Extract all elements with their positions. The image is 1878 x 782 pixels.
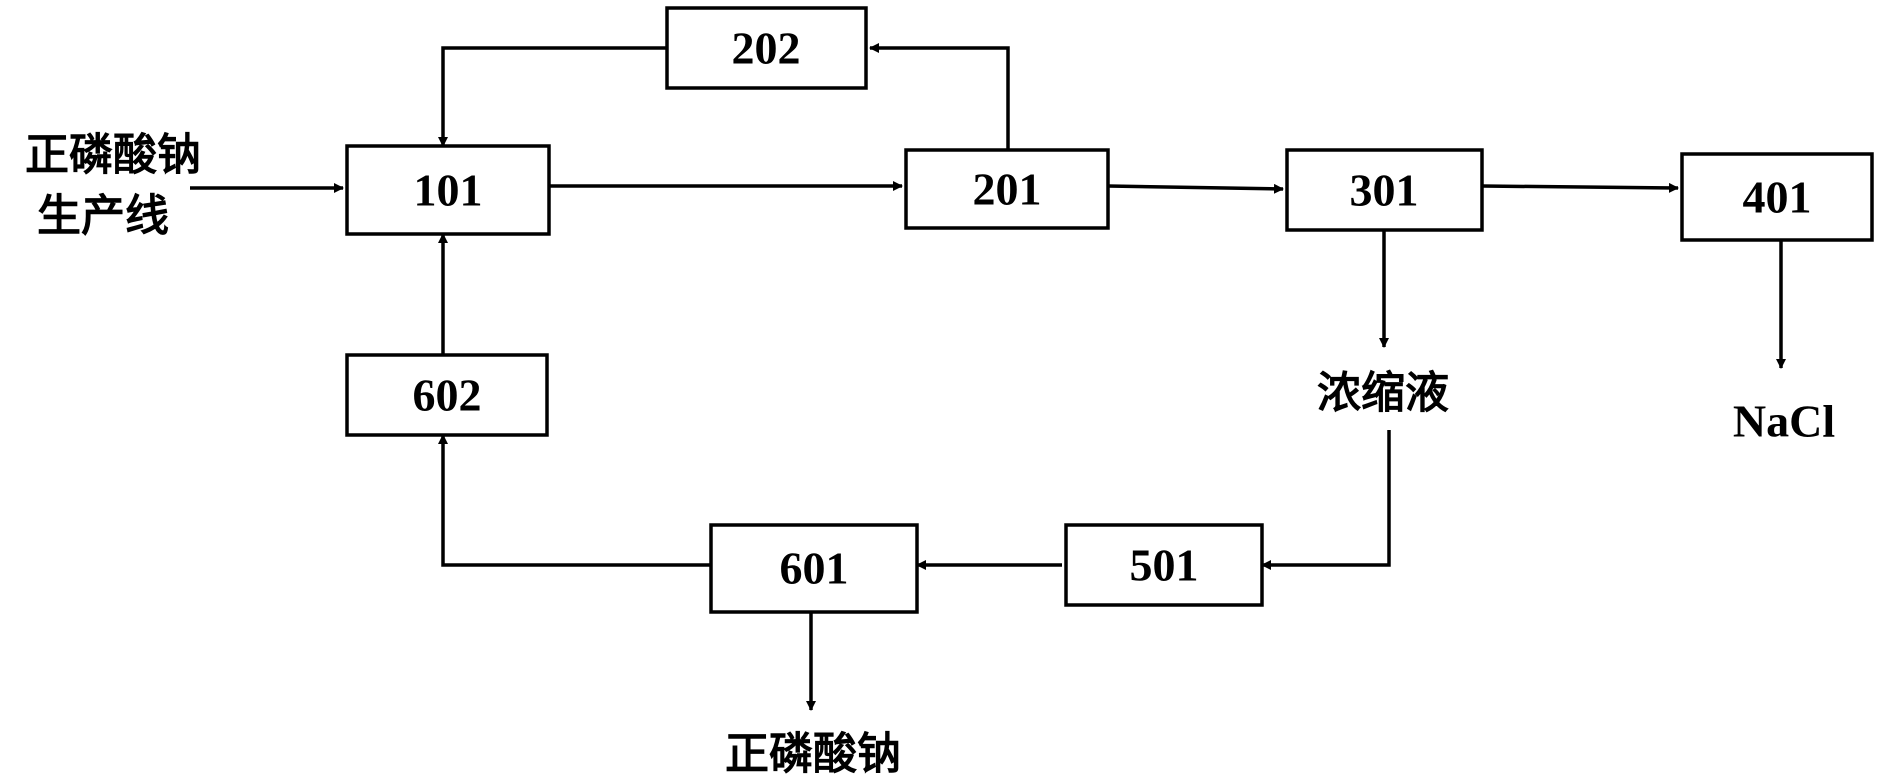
unit-201: 201 bbox=[904, 148, 1110, 230]
input-label-line1: 正磷酸钠 bbox=[25, 130, 201, 181]
arrow-concentrate-to-501 bbox=[1261, 430, 1391, 570]
unit-101-label: 101 bbox=[414, 165, 483, 216]
nacl-label: NaCl bbox=[1733, 396, 1835, 447]
unit-501: 501 bbox=[1064, 523, 1264, 607]
unit-201-label: 201 bbox=[973, 164, 1042, 215]
arrow-202-to-101 bbox=[438, 46, 667, 147]
unit-301-label: 301 bbox=[1350, 165, 1419, 216]
flow-lines bbox=[190, 43, 1786, 711]
unit-601-label: 601 bbox=[780, 543, 849, 594]
unit-602: 602 bbox=[345, 353, 549, 437]
arrow-201-to-301 bbox=[1107, 183, 1284, 194]
unit-202: 202 bbox=[665, 6, 868, 90]
arrow-201-to-202 bbox=[869, 43, 1010, 150]
unit-501-label: 501 bbox=[1130, 540, 1199, 591]
unit-602-label: 602 bbox=[413, 370, 482, 421]
input-label-line2: 生产线 bbox=[37, 191, 169, 242]
unit-101: 101 bbox=[345, 144, 551, 236]
unit-202-label: 202 bbox=[732, 23, 801, 74]
unit-401: 401 bbox=[1680, 152, 1874, 242]
unit-601: 601 bbox=[709, 523, 919, 614]
product-phosphate-label: 正磷酸钠 bbox=[725, 729, 901, 780]
arrow-601-to-602 bbox=[438, 434, 711, 567]
unit-301: 301 bbox=[1285, 148, 1484, 232]
arrow-301-to-401 bbox=[1481, 182, 1679, 193]
unit-401-label: 401 bbox=[1743, 172, 1812, 223]
concentrate-label: 浓缩液 bbox=[1317, 368, 1449, 419]
